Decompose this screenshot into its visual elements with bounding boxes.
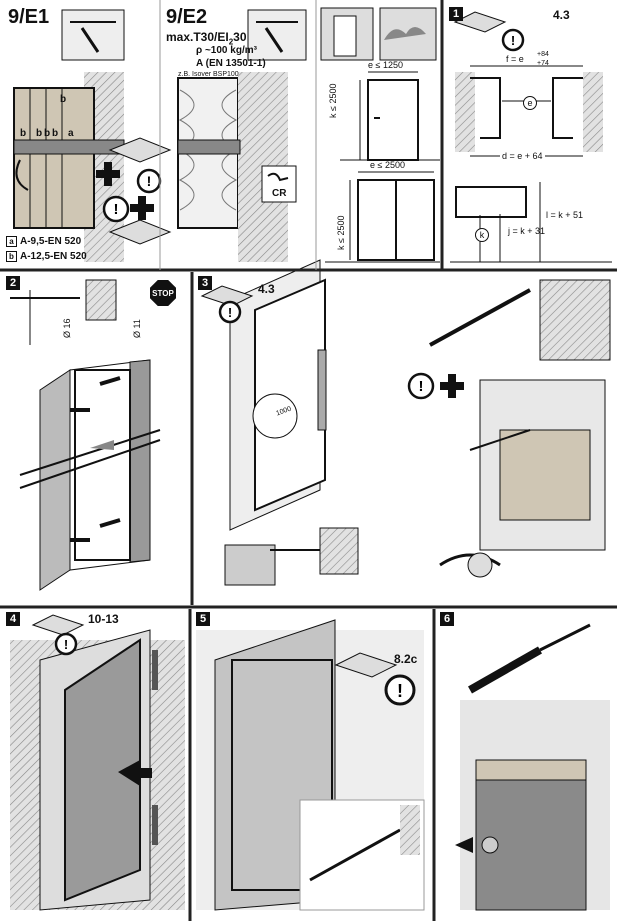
layer-label-b: b [52,128,59,139]
step1-frame-plan [450,65,612,263]
svg-text:!: ! [511,33,515,48]
layer-label-b: b [60,94,67,105]
svg-text:!: ! [419,378,424,395]
plus-icon [96,162,154,220]
svg-text:!: ! [228,305,232,320]
arrow-icon [118,760,152,786]
svg-text:!: ! [64,637,68,652]
step1-ref: 4.3 [553,8,570,22]
step3-frame-illustration [224,259,359,586]
e1-title: 9/E1 [8,6,50,28]
e2-fire-class: A (EN 13501-1) [196,58,266,69]
svg-text:!: ! [147,173,152,189]
drill-icon [10,279,117,345]
double-door-height: k ≤ 2500 [336,215,346,250]
step-number: 6 [440,612,454,626]
e2-wall-illustration [177,72,297,262]
step4-ref: 10-13 [88,612,119,626]
single-door-width: e ≤ 1250 [368,60,403,70]
step-number: 1 [449,7,463,21]
fire-test-icons [320,7,437,61]
step1-j-eq: j = k + 31 [508,226,546,236]
step5-door-illustration [196,619,425,911]
svg-text:!: ! [114,201,119,218]
layer-label-b: b [44,128,51,139]
step1-e-mark: e [523,96,537,110]
stop-sign-icon: STOP [150,280,176,306]
step3-detail-illustration [429,279,611,578]
seal-label: CR [272,188,287,199]
step1-d-eq: d = e + 64 [500,151,545,161]
single-door-height: k ≤ 2500 [328,83,338,118]
step1-f-tol: +84+74 [537,51,549,67]
step-number: 5 [196,612,210,626]
step4-door-illustration [10,629,185,911]
double-door-width: e ≤ 2500 [370,160,405,170]
layer-label-b: b [20,128,27,139]
layer-label-b: b [36,128,43,139]
step1-l-eq: l = k + 51 [546,210,584,220]
step3-warning-plus: ! [407,372,464,400]
e2-example: z.B. Isover BSP100 [178,71,239,78]
drill-diameter-16: Ø 16 [62,318,72,338]
e2-title: 9/E2 [166,6,208,28]
layer-label-a: a [68,128,74,139]
step5-manual-icon: ! [334,652,416,706]
step4-manual-icon: ! [31,614,85,656]
step3-ref: 4.3 [258,282,275,296]
e2-spec: max.T30/EI230 [166,30,247,47]
single-door-icon [340,71,440,161]
step2-frame-illustration [19,359,161,591]
e1-wall-illustration [13,72,125,262]
step5-ref: 8.2c [394,652,418,666]
step1-manual-icon: ! [453,11,525,52]
step1-f-eq: f = e [506,54,524,64]
svg-text:!: ! [397,681,403,701]
double-door-icon [325,171,440,263]
step1-k-mark: k [475,228,489,242]
hardware-box-icon [108,137,172,245]
step-number: 3 [198,276,212,290]
step-number: 2 [6,276,20,290]
e1-fixing-box [61,9,125,61]
step-number: 4 [6,612,20,626]
warning-icon: ! ! [102,168,162,223]
step3-manual-icon: ! [200,285,254,324]
drill-diameter-11: Ø 11 [132,319,142,338]
e2-fixing-box [247,9,307,61]
step6-sealant-illustration [455,623,610,911]
e2-density: ρ ~100 kg/m³ [196,45,257,56]
